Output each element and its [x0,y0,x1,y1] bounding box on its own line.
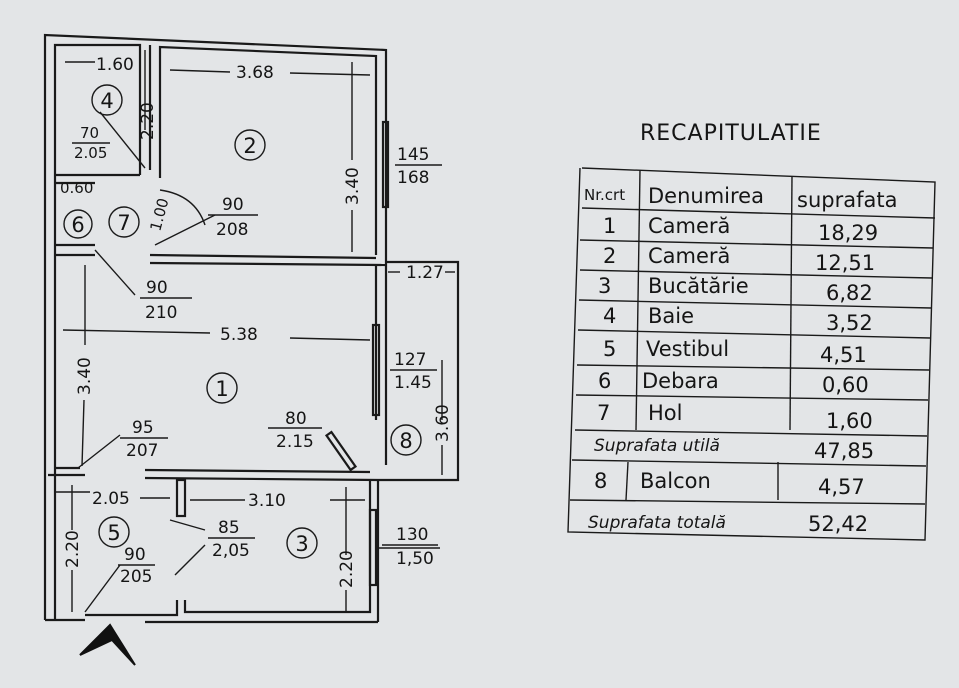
dim-label: 2.15 [276,432,314,452]
row-nr: 8 [594,469,607,493]
dim-label: 90 [146,278,168,298]
row-area: 18,29 [818,221,878,245]
dim-label: 2,05 [212,541,250,561]
room-number: 5 [107,521,120,545]
dim-label: 207 [126,441,158,461]
dim-label: 70 [80,124,99,142]
table-row-util: Suprafata utilă 47,85 [594,436,874,463]
dim-label: 95 [132,418,154,438]
dim-label: 3.40 [75,357,95,395]
room-number: 6 [71,213,84,237]
dim-label: 3.40 [343,167,363,205]
table-row: 4 Baie 3,52 [603,304,873,335]
room-number: 7 [117,211,130,235]
dim-label: 85 [218,518,240,538]
dim-label: 3.68 [236,63,274,83]
row-nr: 4 [603,304,616,328]
row-area: 3,52 [826,311,873,335]
dim-label: 2.20 [138,102,158,140]
header-name: Denumirea [648,184,764,208]
dim-label: 90 [124,545,146,565]
row-area: 12,51 [815,251,875,275]
room-number: 8 [399,429,412,453]
room-number: 4 [100,89,113,113]
table-row: 5 Vestibul 4,51 [603,337,867,367]
row-name: Vestibul [646,337,729,361]
dim-label: 80 [285,409,307,429]
dim-label: 205 [120,567,152,587]
table-row: 6 Debara 0,60 [598,369,869,397]
table-title: RECAPITULATIE [640,121,822,146]
dim-label: 2.20 [63,530,83,568]
header-nr: Nr.crt [584,186,625,204]
table-row: 1 Cameră 18,29 [603,214,878,245]
dim-label: 1.45 [394,373,432,393]
room-number: 2 [243,134,256,158]
table-row: 2 Cameră 12,51 [603,244,875,275]
dim-label: 2.05 [74,144,107,162]
dim-label: 130 [396,525,428,545]
dim-label: 1.60 [96,55,134,75]
dim-label: 2.20 [337,550,357,588]
row-area: 6,82 [826,281,873,305]
row-area: 4,57 [818,475,865,499]
walls [43,33,460,624]
dim-label: 5.38 [220,325,258,345]
row-nr: 5 [603,337,616,361]
room-number: 3 [295,532,308,556]
row-name: Bucătărie [648,274,749,298]
row-area: 4,51 [820,343,867,367]
dim-label: 127 [394,350,426,370]
dim-label: 145 [397,145,429,165]
row-nr: 1 [603,214,616,238]
row-name: Debara [642,369,719,393]
dimension-lines [55,50,455,613]
row-area: 0,60 [822,373,869,397]
dim-label: 3.60 [433,404,453,442]
dim-label: 1,50 [396,549,434,569]
dim-label: 208 [216,220,248,240]
row-nr: 2 [603,244,616,268]
table-row: 3 Bucătărie 6,82 [598,274,873,305]
row-area: 1,60 [826,409,873,433]
table-row-balcon: 8 Balcon 4,57 [594,469,865,499]
dim-label: 1.27 [406,263,444,283]
row-name: Cameră [648,214,730,238]
room-numbers: 1 2 3 4 5 6 7 8 [63,84,422,559]
row-name: Hol [648,401,682,425]
dim-label: 90 [222,195,244,215]
dim-label: 168 [397,168,429,188]
row-nr: 3 [598,274,611,298]
util-value: 47,85 [814,439,874,463]
dim-label: 0.60 [60,179,93,197]
dim-label: 1.00 [146,196,172,233]
table-row: 7 Hol 1,60 [597,401,873,433]
row-nr: 7 [597,401,610,425]
dim-label: 2.05 [92,489,130,509]
util-label: Suprafata utilă [594,436,720,456]
dim-label: 210 [145,303,177,323]
total-value: 52,42 [808,512,868,536]
north-arrow-icon [79,623,136,666]
row-name: Baie [648,304,694,328]
total-label: Suprafata totală [588,513,726,533]
row-nr: 6 [598,369,611,393]
dimension-labels: 1.60 3.68 2.20 3.40 145 168 70 2.05 0.60… [60,55,453,588]
row-name: Cameră [648,244,730,268]
room-number: 1 [215,377,228,401]
row-name: Balcon [640,469,711,493]
table-row-total: Suprafata totală 52,42 [588,512,868,536]
dim-label: 3.10 [248,491,286,511]
header-area: suprafata [797,188,897,212]
summary-table: RECAPITULATIE Nr.crt Denumirea suprafata… [567,121,936,541]
